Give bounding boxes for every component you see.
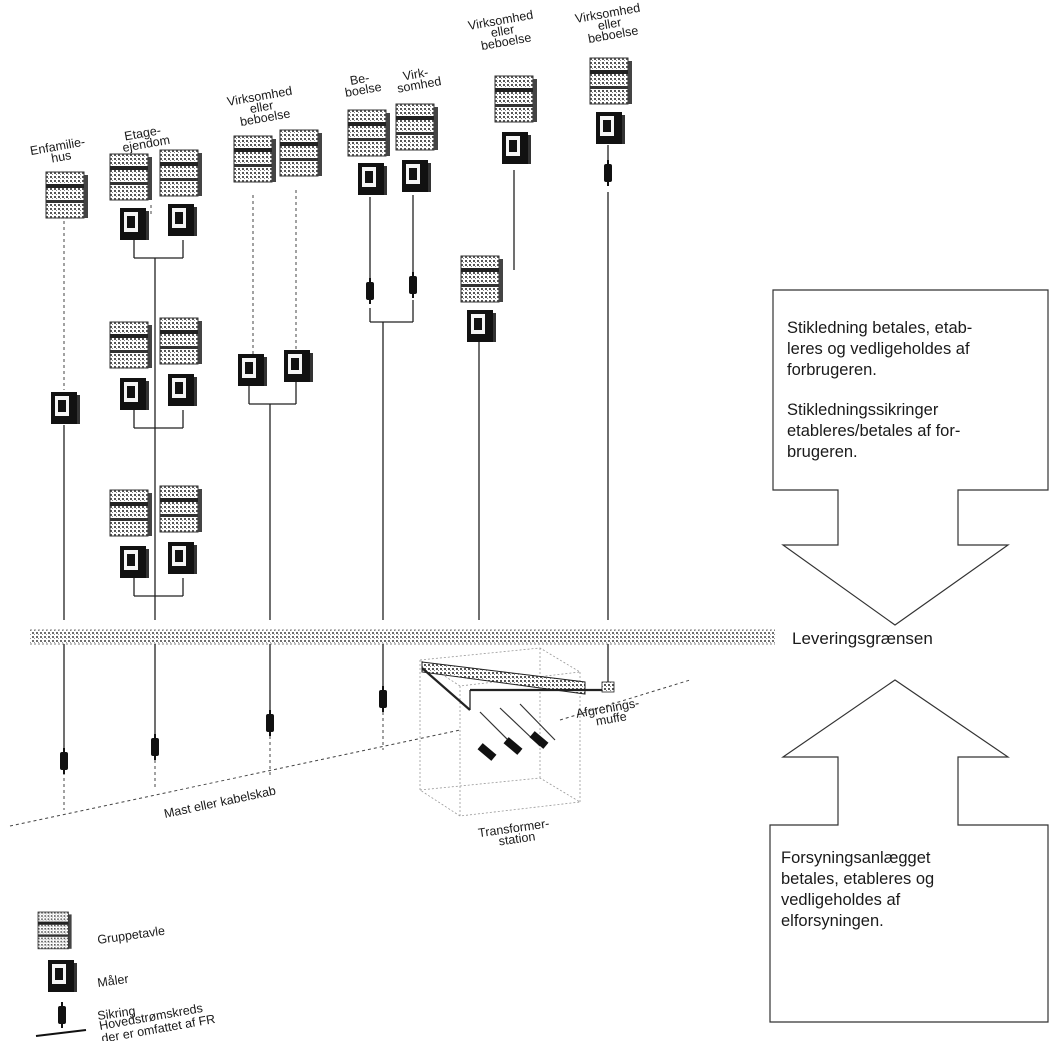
gruppetavle-virksomhed xyxy=(395,103,439,151)
legend-maaler-icon xyxy=(48,960,77,992)
callout-bottom-text: Forsyningsanlægget betales, etableres og… xyxy=(781,848,1041,951)
maaler-virk-1a xyxy=(238,354,267,386)
maaler-virk-2b xyxy=(467,310,496,342)
sikring-supply-4 xyxy=(379,686,387,712)
gruppetavle-etage-1 xyxy=(109,153,153,201)
gruppetavle-virk-1a xyxy=(233,135,277,183)
gruppetavle-etage-6 xyxy=(159,485,203,533)
gruppetavle-etage-3 xyxy=(109,321,153,369)
gruppetavle-etage-5 xyxy=(109,489,153,537)
callout-top-paragraph-1: Stikledning betales, etab- leres og vedl… xyxy=(787,319,973,379)
gruppetavle-etage-2 xyxy=(159,149,203,197)
label-virksomhed-eller-beboelse-3: Virksomhed eller beboelse xyxy=(574,0,648,47)
legend: Gruppetavle Måler Sikring Hovedstrømskre… xyxy=(35,911,216,1041)
gruppetavle-virk-3 xyxy=(589,57,633,105)
transformer-label: Transformer- station xyxy=(477,816,555,851)
maaler-etage-2 xyxy=(168,204,197,236)
supply-lines xyxy=(63,644,609,750)
afgreningsmuffe-box xyxy=(601,681,615,693)
label-virksomhed-eller-beboelse-2: Virksomhed eller beboelse xyxy=(467,7,541,54)
legend-gruppetavle-label: Gruppetavle xyxy=(96,924,165,947)
legend-sikring-label: Sikring xyxy=(96,1004,136,1023)
sikring-virk-3 xyxy=(604,160,612,186)
maaler-etage-5 xyxy=(120,546,149,578)
maaler-virk-3 xyxy=(596,112,625,144)
transformer-station xyxy=(418,647,615,817)
maaler-virk-1b xyxy=(284,350,313,382)
maaler-etage-4 xyxy=(168,374,197,406)
maaler-beboelse xyxy=(358,163,387,195)
label-enfamiliehus: Enfamilie- hus xyxy=(29,134,92,169)
legend-gruppetavle-icon xyxy=(37,911,72,950)
supply-dashed xyxy=(9,679,691,827)
leveringsgraense-band xyxy=(30,629,775,645)
sikring-supply-2 xyxy=(151,734,159,760)
legend-maaler-label: Måler xyxy=(96,972,129,990)
maaler-etage-3 xyxy=(120,378,149,410)
label-beboelse: Be- boelse xyxy=(342,69,383,100)
sikring-virksomhed xyxy=(409,272,417,298)
gruppetavle-beboelse xyxy=(347,109,391,157)
consumer-cables xyxy=(63,190,297,390)
sikring-supply-3 xyxy=(266,710,274,736)
callout-top-text: Stikledning betales, etab- leres og vedl… xyxy=(787,318,1042,482)
callout-arrow-down xyxy=(772,289,1049,626)
leveringsgraensen-label: Leveringsgrænsen xyxy=(792,629,933,648)
transformer-fuses xyxy=(477,731,549,761)
sikring-supply-1 xyxy=(60,748,68,774)
mast-label: Mast eller kabelskab xyxy=(163,784,277,821)
label-virksomhed-eller-beboelse-1: Virksomhed eller beboelse xyxy=(226,83,300,130)
gruppetavle-enfamiliehus xyxy=(45,171,89,219)
maaler-enfamiliehus xyxy=(51,392,80,424)
maaler-virksomhed xyxy=(402,160,431,192)
consumer-solid-lines xyxy=(63,145,609,620)
callout-bottom-paragraph-1: Forsyningsanlægget betales, etableres og… xyxy=(781,849,935,930)
maaler-etage-1 xyxy=(120,208,149,240)
callout-arrow-up xyxy=(769,679,1049,1023)
callout-top-paragraph-2: Stikledningssikringer etableres/betales … xyxy=(787,401,961,461)
maaler-virk-2 xyxy=(502,132,531,164)
legend-sikring-icon xyxy=(58,1002,66,1028)
legend-hovedstroem-line xyxy=(35,1029,87,1037)
maaler-etage-6 xyxy=(168,542,197,574)
gruppetavle-virk-2b xyxy=(460,255,504,303)
gruppetavle-virk-2 xyxy=(494,75,538,123)
gruppetavle-etage-4 xyxy=(159,317,203,365)
building-labels: Enfamilie- hus Etage- ejendom Virksomhed… xyxy=(29,0,648,169)
gruppetavle-virk-1b xyxy=(279,129,323,177)
sikring-beboelse xyxy=(366,278,374,304)
label-virksomhed: Virk- somhed xyxy=(394,63,442,95)
sikringer-supply xyxy=(60,686,387,774)
afgrening-label: Afgrenings- muffe xyxy=(575,695,646,731)
